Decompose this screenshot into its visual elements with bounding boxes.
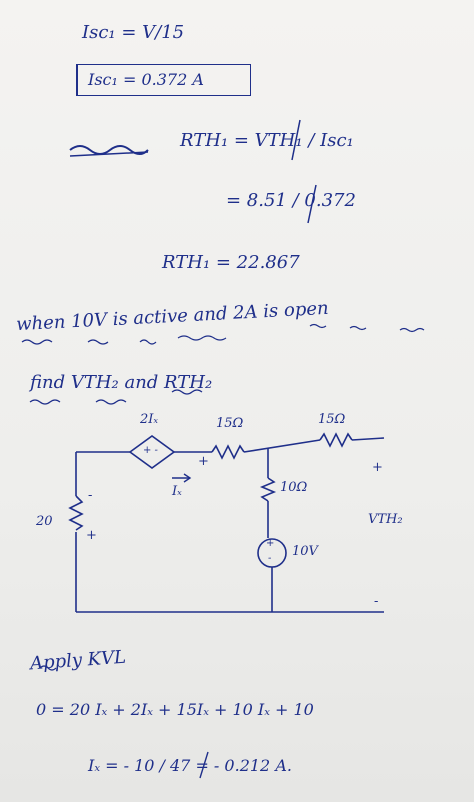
minus-left-resistor: - — [88, 488, 93, 503]
vsource-plus: + — [266, 538, 275, 549]
ix-label: Iₓ — [172, 484, 182, 499]
plus-near-r15: + — [198, 454, 209, 469]
isc1-equation: Isc₁ = V/15 — [82, 22, 185, 43]
plus-left-resistor: + — [86, 528, 97, 543]
voltage-source-label: 10V — [292, 544, 318, 559]
resistor-10-label: 10Ω — [280, 480, 308, 495]
vsource-minus: - — [268, 553, 272, 564]
terminal-minus: - — [374, 594, 379, 609]
resistor-15-second-label: 15Ω — [318, 412, 346, 427]
rth1-result: RTH₁ = 22.867 — [162, 252, 300, 273]
boxed-result — [76, 64, 251, 96]
rth1-equation: RTH₁ = VTH₁ / Isc₁ — [180, 130, 354, 151]
kvl-equation: 0 = 20 Iₓ + 2Iₓ + 15Iₓ + 10 Iₓ + 10 — [36, 700, 314, 719]
vth2-label: VTH₂ — [368, 512, 403, 527]
dependent-source-label: 2Iₓ — [140, 412, 159, 427]
rth1-substitution: = 8.51 / 0.372 — [226, 190, 356, 211]
dependent-source-signs: + - — [143, 445, 158, 456]
ix-result: Iₓ = - 10 / 47 = - 0.212 A. — [88, 756, 292, 775]
terminal-plus: + — [372, 460, 383, 475]
resistor-15-first-label: 15Ω — [216, 416, 244, 431]
resistor-20-label: 20 — [36, 514, 53, 529]
find-statement: find VTH₂ and RTH₂ — [30, 372, 213, 393]
isc1-boxed-value: Isc₁ = 0.372 A — [88, 70, 204, 89]
